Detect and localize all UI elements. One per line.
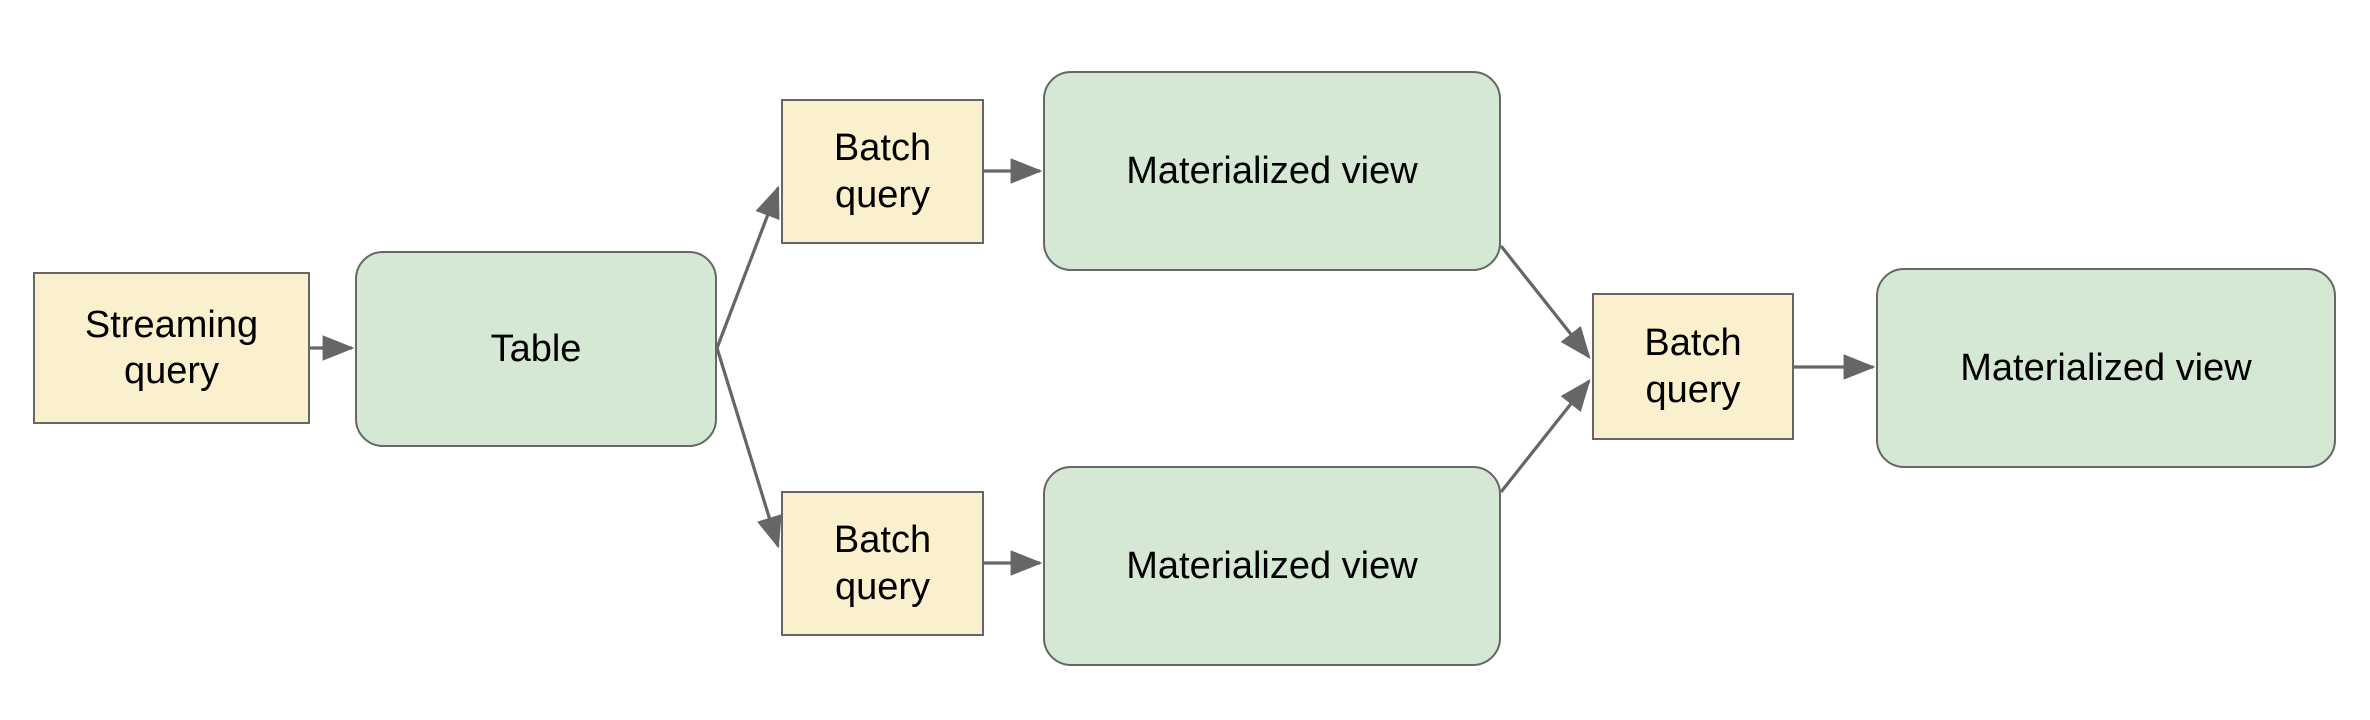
node-materialized-view-top[interactable]: Materialized view — [1043, 71, 1501, 271]
edge-mv-top-to-merge — [1499, 245, 1591, 360]
node-label-batch-query-merge: Batch query — [1644, 322, 1742, 411]
node-batch-query-top[interactable]: Batch query — [781, 99, 984, 244]
node-label-materialized-view-right: Materialized view — [1960, 346, 2252, 389]
edge-table-to-batch-top — [715, 185, 780, 349]
node-streaming-query[interactable]: Streaming query — [33, 272, 310, 424]
edge-table-to-batch-bottom — [715, 347, 782, 549]
node-label-materialized-view-top: Materialized view — [1126, 149, 1418, 192]
node-label-table: Table — [490, 327, 582, 370]
node-label-streaming-query: Streaming query — [84, 303, 259, 392]
node-label-materialized-view-bottom: Materialized view — [1126, 544, 1418, 587]
node-table[interactable]: Table — [355, 251, 717, 447]
node-materialized-view-bottom[interactable]: Materialized view — [1043, 466, 1501, 666]
node-label-batch-query-top: Batch query — [833, 127, 932, 216]
edge-mv-bottom-to-merge — [1499, 378, 1591, 493]
node-materialized-view-right[interactable]: Materialized view — [1876, 268, 2336, 468]
node-batch-query-bottom[interactable]: Batch query — [781, 491, 984, 636]
node-batch-query-merge[interactable]: Batch query — [1592, 293, 1794, 440]
node-label-batch-query-bottom: Batch query — [833, 519, 932, 608]
